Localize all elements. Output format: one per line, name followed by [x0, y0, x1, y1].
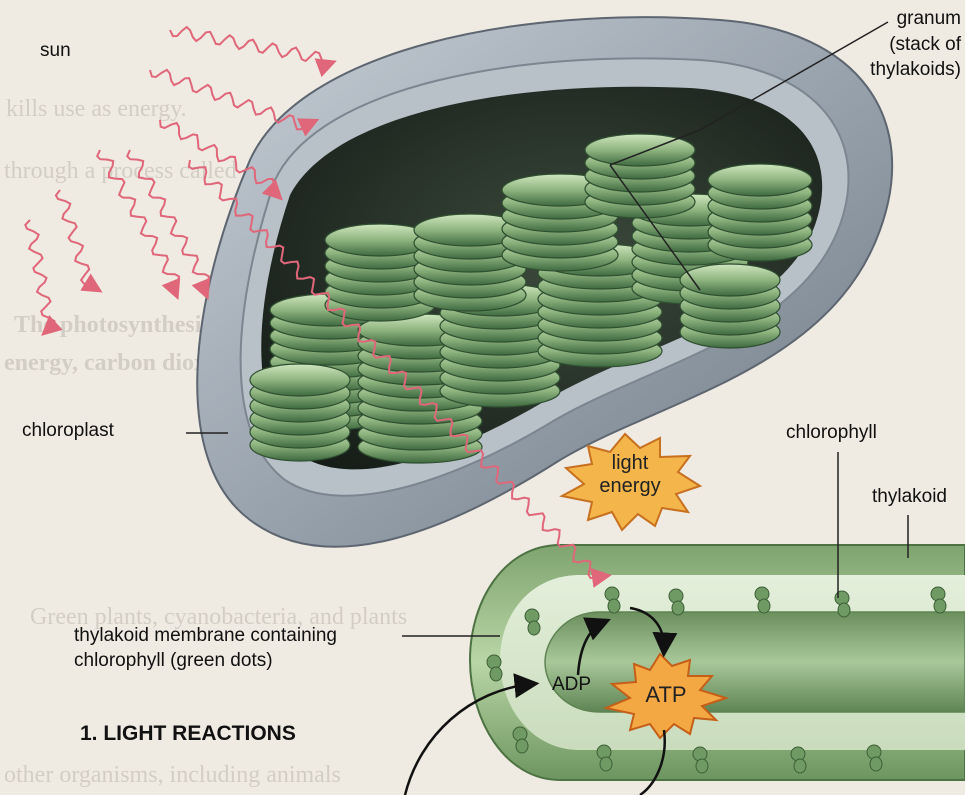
sun-label: sun [40, 40, 71, 63]
granum-label-line-1: granum [870, 6, 961, 32]
thylakoid-closeup [470, 545, 965, 780]
granum-label: granum (stack of thylakoids) [870, 6, 961, 83]
sunlight-ray [25, 220, 54, 331]
adp-label: ADP [552, 674, 591, 697]
thylakoid-membrane-label-line-2: chlorophyll (green dots) [74, 649, 337, 674]
light-energy-label-line-2: energy [580, 475, 680, 498]
sunlight-ray [170, 27, 329, 65]
granum-label-line-3: thylakoids) [870, 57, 961, 83]
light-energy-label-line-1: light [580, 452, 680, 475]
sunlight-ray [127, 150, 209, 293]
granum-disc [708, 164, 812, 196]
section-heading: 1. LIGHT REACTIONS [80, 721, 296, 746]
granum-label-line-2: (stack of [870, 32, 961, 58]
granum-disc [680, 264, 780, 296]
chlorophyll-label: chlorophyll [786, 422, 877, 445]
chloroplast-label: chloroplast [22, 420, 114, 443]
sunlight-ray [97, 150, 179, 293]
thylakoid-membrane-label-line-1: thylakoid membrane containing [74, 624, 337, 649]
sunlight-ray [56, 190, 96, 288]
thylakoid-label: thylakoid [872, 486, 947, 509]
thylakoid-membrane-label: thylakoid membrane containing chlorophyl… [74, 624, 337, 673]
atp-label: ATP [640, 682, 692, 708]
light-energy-label: light energy [580, 452, 680, 498]
granum-disc [250, 364, 350, 396]
